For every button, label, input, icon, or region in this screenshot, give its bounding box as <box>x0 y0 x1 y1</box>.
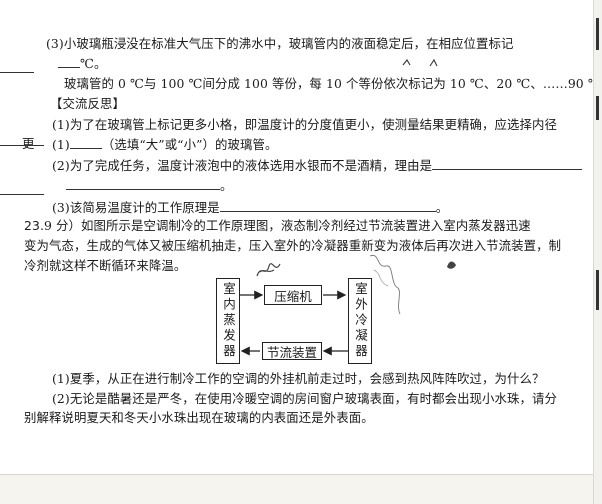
subq-2-cont: 别解释说明夏天和冬天小水珠出现在玻璃的内表面还是外表面。 <box>24 410 374 425</box>
edge-mark <box>596 96 599 120</box>
outdoor-condenser-label: 室外冷凝器 <box>353 282 368 360</box>
subq-1-number: (1) <box>52 371 70 386</box>
text-line-6: （选填“大”或“小”）的玻璃管。 <box>101 137 278 152</box>
page-edge <box>593 0 602 504</box>
text-line-9: 该简易温度计的工作原理是 <box>69 200 220 215</box>
throttle-box: 节流装置 <box>262 342 322 360</box>
line-6: (1) （选填“大”或“小”）的玻璃管。 <box>52 136 278 152</box>
answer-blank[interactable] <box>432 157 583 170</box>
q23-line-3: 冷剂就这样不断循环来降温。 <box>24 258 186 273</box>
q23-line-1: 23.9 分）如图所示是空调制冷的工作原理图，液态制冷剂经过节流装置进入室内蒸发… <box>24 218 531 233</box>
period: 。 <box>220 178 233 193</box>
outdoor-condenser-box: 室外冷凝器 <box>348 278 372 364</box>
answer-blank[interactable] <box>58 55 80 68</box>
subq-2: (2)无论是酷暑还是严冬，在使用冷暖空调的房间窗户玻璃表面，有时都会出现小水珠，… <box>52 391 557 406</box>
line-4: 【交流反思】 <box>50 96 125 111</box>
subq-2-text: 无论是酷暑还是严冬，在使用冷暖空调的房间窗户玻璃表面，有时都会出现小水珠，请分 <box>69 391 557 406</box>
question-number: 23. <box>24 218 45 233</box>
line-3: 玻璃管的 0 ℃与 100 ℃间分成 100 等份，每 10 个等份依次标记为 … <box>64 76 602 91</box>
line-9: (3)该简易温度计的工作原理是 。 <box>52 199 448 215</box>
marker-bracket: 【 <box>50 96 63 111</box>
exam-page: (3)小玻璃瓶浸没在标准大气压下的沸水中，玻璃管内的液面稳定后，在相应位置标记 … <box>0 0 602 474</box>
margin-rule <box>0 72 34 73</box>
line-7: (2)为了完成任务，温度计液泡中的液体选用水银而不是酒精，理由是 <box>52 157 583 173</box>
period: 。 <box>435 200 449 215</box>
line-8: 。 <box>66 177 233 193</box>
margin-rule <box>0 194 44 195</box>
marker-1b: (1) <box>52 137 70 152</box>
answer-blank[interactable] <box>69 136 102 149</box>
throttle-label: 节流装置 <box>266 344 317 360</box>
side-char: 更 <box>22 136 35 151</box>
margin-rule <box>0 145 44 146</box>
line-5: (1)为了在玻璃管上标记更多小格，即温度计的分度值更小，使测量结果更精确，应选择… <box>52 117 557 132</box>
marker-1: (1) <box>52 117 70 132</box>
text-line-2: ℃。 <box>80 56 107 71</box>
text-line-5: 为了在玻璃管上标记更多小格，即温度计的分度值更小，使测量结果更精确，应选择内径 <box>69 117 557 132</box>
subq-1-text: 夏季，从正在进行制冷工作的空调的外挂机前走过时，会感到热风阵阵吹过，为什么？ <box>69 371 545 386</box>
answer-blank[interactable] <box>219 199 436 212</box>
compressor-label: 压缩机 <box>274 288 312 304</box>
ink-mark <box>402 58 438 67</box>
scribble-mark <box>256 263 281 277</box>
edge-mark <box>596 18 599 50</box>
line-1: (3)小玻璃瓶浸没在标准大气压下的沸水中，玻璃管内的液面稳定后，在相应位置标记 <box>46 36 514 51</box>
q23-text-1: 9 分）如图所示是空调制冷的工作原理图，液态制冷剂经过节流装置进入室内蒸发器迅速 <box>44 218 531 233</box>
edge-mark <box>596 270 599 310</box>
ink-mark <box>447 261 456 269</box>
marker-3: (3) <box>46 36 64 51</box>
q23-line-2: 变为气态，生成的气体又被压缩机抽走，压入室外的冷凝器重新变为液体后再次进入节流装… <box>24 238 561 253</box>
indoor-evaporator-label: 室内蒸发器 <box>221 282 236 360</box>
line-2: ℃。 <box>58 55 106 71</box>
marker-3b: (3) <box>52 200 70 215</box>
scribble-mark <box>369 254 401 315</box>
subq-2-number: (2) <box>52 391 70 406</box>
q23-text-3: 冷剂就这样不断循环来降温。 <box>24 258 187 273</box>
subq-2-text-2: 别解释说明夏天和冬天小水珠出现在玻璃的内表面还是外表面。 <box>24 410 374 425</box>
section-heading: 交流反思】 <box>62 96 125 111</box>
compressor-box: 压缩机 <box>264 285 322 305</box>
marker-2: (2) <box>52 158 70 173</box>
indoor-evaporator-box: 室内蒸发器 <box>216 278 240 364</box>
text-line-7: 为了完成任务，温度计液泡中的液体选用水银而不是酒精，理由是 <box>69 158 433 173</box>
subq-1: (1)夏季，从正在进行制冷工作的空调的外挂机前走过时，会感到热风阵阵吹过，为什么… <box>52 371 545 386</box>
answer-blank[interactable] <box>66 177 220 190</box>
q23-text-2: 变为气态，生成的气体又被压缩机抽走，压入室外的冷凝器重新变为液体后再次进入节流装… <box>24 238 562 253</box>
text-line-3: 玻璃管的 0 ℃与 100 ℃间分成 100 等份，每 10 个等份依次标记为 … <box>64 76 602 91</box>
ac-cycle-diagram: 室内蒸发器 压缩机 室外冷凝器 节流装置 <box>210 270 410 370</box>
text-line-1: 小玻璃瓶浸没在标准大气压下的沸水中，玻璃管内的液面稳定后，在相应位置标记 <box>63 36 514 51</box>
